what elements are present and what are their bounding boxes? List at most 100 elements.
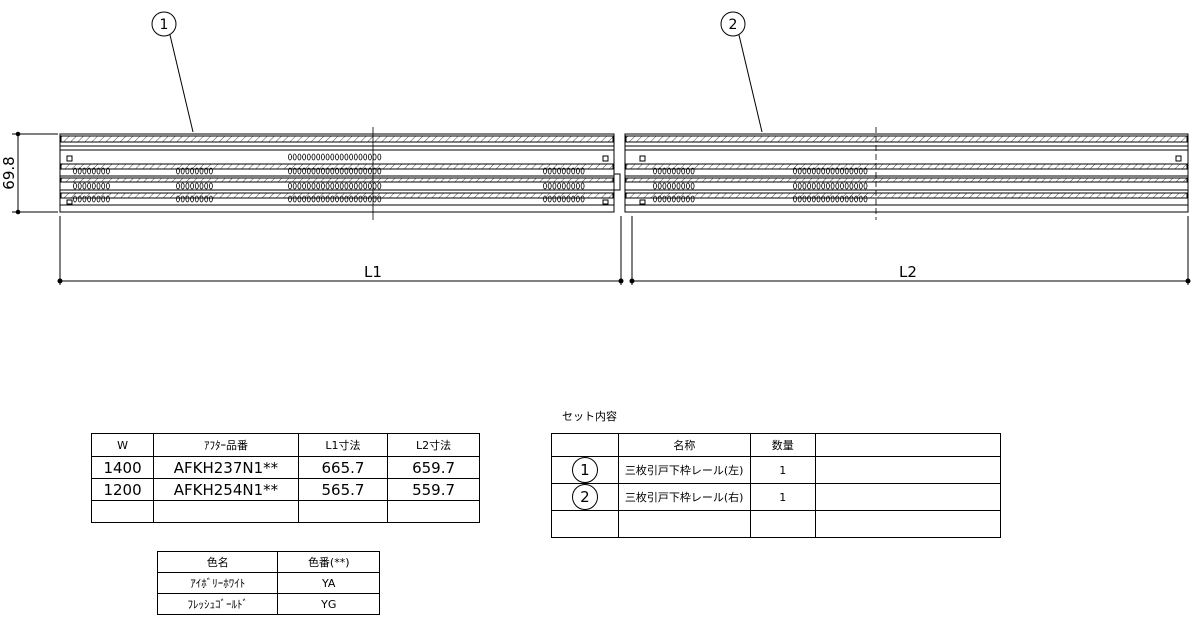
- slot-hole: [176, 195, 180, 203]
- slot-hole: [367, 153, 372, 161]
- slot-hole: [821, 195, 826, 203]
- slot-hole: [106, 195, 110, 203]
- slot-hole: [653, 195, 657, 203]
- slot-hole: [358, 153, 363, 161]
- slot-hole: [311, 182, 316, 190]
- slot-hole: [101, 167, 106, 175]
- slot-hole: [297, 167, 302, 175]
- cell-no: 2: [551, 483, 619, 511]
- slot-hole: [73, 167, 77, 175]
- table-row: ﾌﾚｯｼｭｺﾞｰﾙﾄﾞ YG: [156, 593, 380, 615]
- header-w: W: [90, 433, 155, 457]
- slot-hole: [681, 182, 686, 190]
- slot-hole: [194, 182, 199, 190]
- slot-hole: [180, 195, 185, 203]
- slot-hole: [816, 195, 821, 203]
- slot-hole: [821, 182, 826, 190]
- slot-hole: [793, 167, 797, 175]
- slot-hole: [199, 167, 204, 175]
- slot-hole: [320, 195, 325, 203]
- slot-hole: [325, 153, 330, 161]
- slot-hole: [344, 182, 349, 190]
- slot-hole: [204, 195, 209, 203]
- slot-hole: [835, 167, 840, 175]
- slot-hole: [77, 167, 82, 175]
- slot-hole: [830, 182, 835, 190]
- slot-hole: [367, 167, 372, 175]
- slot-hole: [363, 167, 368, 175]
- slot-hole: [552, 182, 557, 190]
- slot-hole: [830, 195, 835, 203]
- slot-hole: [288, 167, 292, 175]
- slot-hole: [653, 182, 657, 190]
- slot-hole: [91, 195, 96, 203]
- slot-hole: [671, 195, 676, 203]
- slot-hole: [807, 195, 811, 203]
- slot-hole: [676, 182, 681, 190]
- slot-hole: [557, 195, 561, 203]
- slot-hole: [91, 167, 96, 175]
- slot-hole: [349, 182, 354, 190]
- slot-hole: [87, 182, 91, 190]
- slot-hole: [292, 167, 297, 175]
- cell-color-code: YG: [277, 593, 380, 615]
- slot-hole: [349, 167, 354, 175]
- slot-hole: [854, 195, 858, 203]
- slot-hole: [811, 195, 816, 203]
- slot-hole: [797, 182, 802, 190]
- cell-color-name: ﾌﾚｯｼｭｺﾞｰﾙﾄﾞ: [156, 593, 279, 615]
- slot-hole: [292, 195, 297, 203]
- slot-hole: [302, 153, 307, 161]
- length-dimensions: [57, 216, 1191, 285]
- slot-hole: [552, 195, 557, 203]
- slot-hole: [858, 182, 863, 190]
- slot-hole: [77, 182, 82, 190]
- hole-pattern-right: [653, 167, 868, 203]
- slot-hole: [292, 153, 297, 161]
- slot-hole: [543, 167, 547, 175]
- slot-hole: [325, 167, 330, 175]
- table-row-empty: [90, 500, 480, 523]
- item-number-circle: 1: [571, 457, 598, 483]
- slot-hole: [844, 182, 849, 190]
- header-l1: L1寸法: [297, 433, 389, 457]
- slot-hole: [681, 195, 686, 203]
- slot-hole: [101, 195, 106, 203]
- slot-hole: [858, 195, 863, 203]
- slot-hole: [306, 153, 311, 161]
- slot-hole: [686, 182, 690, 190]
- callout-2: [720, 11, 763, 133]
- l2-label: L2: [899, 263, 917, 281]
- slot-hole: [543, 195, 547, 203]
- header-l2: L2寸法: [387, 433, 480, 457]
- slot-hole: [306, 195, 311, 203]
- slot-hole: [185, 195, 190, 203]
- slot-hole: [566, 195, 571, 203]
- header-blank: [814, 433, 1002, 457]
- table-row-empty: [551, 510, 1002, 538]
- slot-hole: [657, 182, 662, 190]
- slot-hole: [335, 153, 339, 161]
- slot-hole: [547, 182, 552, 190]
- slot-hole: [208, 182, 213, 190]
- slot-hole: [372, 195, 377, 203]
- slot-hole: [204, 167, 209, 175]
- slot-hole: [863, 182, 868, 190]
- slot-hole: [208, 195, 213, 203]
- slot-hole: [208, 167, 213, 175]
- slot-hole: [863, 195, 868, 203]
- slot-hole: [190, 195, 195, 203]
- slot-hole: [576, 195, 580, 203]
- slot-hole: [667, 195, 671, 203]
- slot-hole: [199, 182, 204, 190]
- slot-hole: [311, 195, 316, 203]
- size-table: W ｱﾌﾀｰ品番 L1寸法 L2寸法 1400 AFKH237N1** 665.…: [90, 433, 480, 523]
- slot-hole: [297, 153, 302, 161]
- slot-hole: [377, 153, 382, 161]
- slot-hole: [667, 182, 671, 190]
- slot-hole: [543, 182, 547, 190]
- slot-hole: [676, 195, 681, 203]
- slot-hole: [807, 182, 811, 190]
- table-row: ｱｲﾎﾞﾘｰﾎﾜｲﾄ YA: [156, 572, 380, 594]
- slot-hole: [180, 182, 185, 190]
